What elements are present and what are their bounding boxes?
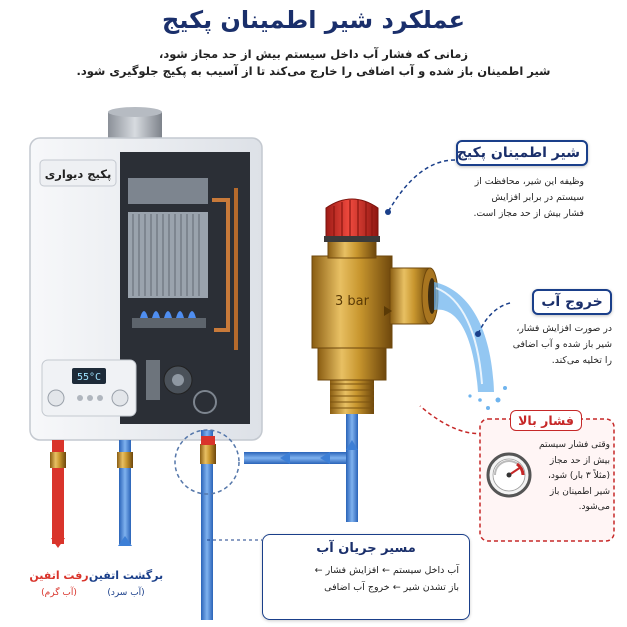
water-out-card-line-1: در صورت افزایش فشار،: [516, 323, 612, 334]
left-knob-icon: [47, 389, 65, 407]
water-out-card-line-3: را تخلیه می‌کند.: [551, 355, 612, 366]
pressure-gauge-icon: [486, 452, 532, 498]
return-pipe-label: برگشت اتفین: [88, 569, 164, 582]
subtitle-line-2: شیر اطمینان باز شده و آب اضافی را خارج م…: [76, 64, 551, 78]
pressure-gauge-small: [193, 390, 217, 414]
high-pressure-card-line-4: شیر اطمینان باز: [549, 486, 610, 497]
flow-path-card: مسیر جریان آب آب داخل سیستم ← افزایش فشا…: [262, 534, 470, 620]
high-pressure-card-title: فشار بالا: [518, 413, 574, 428]
return-arrow-icon: [118, 536, 132, 546]
valve-direction-arrow-icon: [384, 306, 392, 316]
relief-drain-pipe: [201, 430, 213, 620]
leader-safety-valve: [387, 159, 456, 213]
zoom-circle: [174, 429, 240, 495]
supply-arrow-icon: [51, 538, 65, 548]
flow-path-card-line-1: آب داخل سیستم ← افزایش فشار ←: [314, 565, 459, 576]
flow-path-card-title: مسیر جریان آب: [316, 541, 416, 556]
high-pressure-card-line-3: (مثلاً ۳ بار) شود،: [547, 471, 610, 481]
water-out-card: خروج آب در صورت افزایش فشار، شیر باز شده…: [500, 289, 612, 369]
water-out-card-title: خروج آب: [532, 289, 612, 315]
return-pipe-sublabel: (آب سرد): [107, 588, 145, 598]
boiler-label: پکیج دیواری: [45, 167, 112, 182]
supply-pipe-label: رفت اتفین: [29, 569, 89, 582]
high-pressure-card-line-1: وقتی فشار سیستم: [539, 440, 610, 450]
burner-flames-icon: [132, 311, 206, 328]
temperature-display: [72, 368, 106, 384]
temperature-readout: 55°C: [77, 372, 101, 383]
high-pressure-card-title-box: فشار بالا: [510, 410, 582, 431]
water-stream: [434, 282, 507, 410]
safety-valve-card: شیر اطمینان پکیج وظیفه این شیر، محافظت ا…: [456, 140, 588, 222]
right-knob-icon: [111, 389, 129, 407]
subtitle-line-1: زمانی که فشار آب داخل سیستم بیش از حد مج…: [158, 47, 469, 61]
valve-red-cap-icon: [325, 198, 379, 239]
flow-path-card-line-2: باز تشدن شیر ← خروج آب اضافی: [324, 582, 459, 593]
copper-pipe: [212, 198, 230, 332]
high-pressure-card-line-2: بیش از حد مجاز: [549, 455, 610, 466]
safety-valve-card-line-1: وظیفه این شیر، محافظت از: [474, 176, 584, 187]
high-pressure-card-line-5: می‌شود.: [578, 502, 610, 512]
return-pipe: [117, 440, 133, 546]
water-out-card-line-2: شیر باز شده و آب اضافی: [512, 339, 612, 350]
safety-valve-card-title: شیر اطمینان پکیج: [456, 140, 588, 166]
page-title: عملکرد شیر اطمینان پکیج: [162, 6, 465, 34]
flow-arrow-icon-1: [280, 452, 290, 464]
connecting-pipe-horizontal: [244, 452, 354, 464]
flow-arrow-icon-2: [320, 452, 330, 464]
safety-valve-card-line-2: سیستم در برابر افزایش: [491, 192, 584, 203]
small-safety-valve-icon: [200, 436, 216, 464]
leader-water-out: [477, 302, 511, 335]
heat-exchanger: [128, 212, 208, 298]
valve-pressure-marking: 3 bar: [335, 294, 370, 309]
safety-valve-card-line-3: فشار بیش از حد مجاز است.: [473, 208, 584, 219]
high-pressure-card-body: وقتی فشار سیستم بیش از حد مجاز (مثلاً ۳ …: [532, 438, 610, 516]
supply-pipe-sublabel: (آب گرم): [41, 588, 77, 598]
flow-arrow-icon-up: [346, 440, 358, 450]
page-subtitle: زمانی که فشار آب داخل سیستم بیش از حد مج…: [40, 46, 587, 80]
wall-boiler: پکیج دیواری 55°C: [29, 107, 263, 441]
supply-pipe: [50, 440, 66, 548]
safety-valve: 3 bar: [311, 198, 439, 414]
